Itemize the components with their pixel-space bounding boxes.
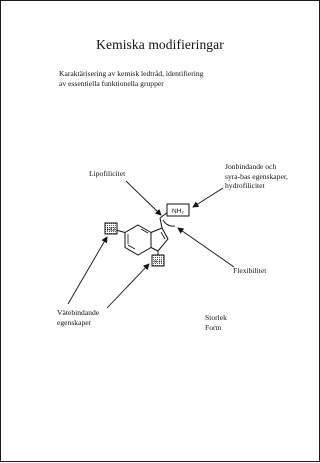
label-line: Storlek	[205, 313, 227, 322]
arrow-vatebindande-hydroxyl	[67, 236, 108, 305]
label-line: syra-bas egenskaper,	[225, 171, 288, 181]
pyrrole-ring	[150, 227, 169, 252]
label-line: Vätebindande	[57, 308, 100, 317]
flexibility-arc	[162, 219, 176, 227]
hydroxyl-label: HO	[107, 227, 116, 233]
label-lipofilicitet: Lipofilicitet	[89, 169, 126, 178]
label-storlek-form: Storlek Form	[205, 313, 227, 332]
hydroxyl-box	[104, 222, 118, 235]
label-vatebindande: Vätebindande egenskaper	[57, 308, 99, 327]
label-jonbindande: Jonbindande och syra-bas egenskaper, hyd…	[225, 162, 288, 191]
label-line: egenskaper	[57, 317, 92, 327]
arrow-lipofilicitet	[125, 180, 162, 216]
side-chain-bond	[159, 217, 163, 229]
label-flexibilitet: Flexibilitet	[233, 266, 267, 275]
benzene-ring	[124, 224, 152, 256]
ring-nh-box	[151, 254, 165, 267]
slide-subtitle: Karaktärisering av kemisk ledtråd, ident…	[59, 69, 309, 89]
subtitle-line: av essentiella funktionella grupper	[59, 79, 164, 88]
amine-label: NH₂	[172, 208, 184, 215]
arrow-vatebindande-nh	[106, 263, 150, 309]
benzene-double-bond	[140, 228, 149, 234]
label-line: Form	[205, 322, 222, 332]
slide-title: Kemiska modifieringar	[96, 37, 224, 52]
arrow-flexibilitet	[177, 227, 235, 268]
label-line: hydrofilicitet	[225, 181, 265, 190]
benzene-double-bond	[127, 244, 136, 250]
ring-nh-label: N-H	[154, 259, 162, 264]
subtitle-line: Karaktärisering av kemisk ledtråd, ident…	[59, 69, 204, 78]
arrow-jonbindande	[192, 187, 224, 208]
label-line: Jonbindande och	[225, 162, 277, 171]
amine-box	[166, 203, 190, 217]
pyrrole-double-bond	[160, 231, 166, 240]
